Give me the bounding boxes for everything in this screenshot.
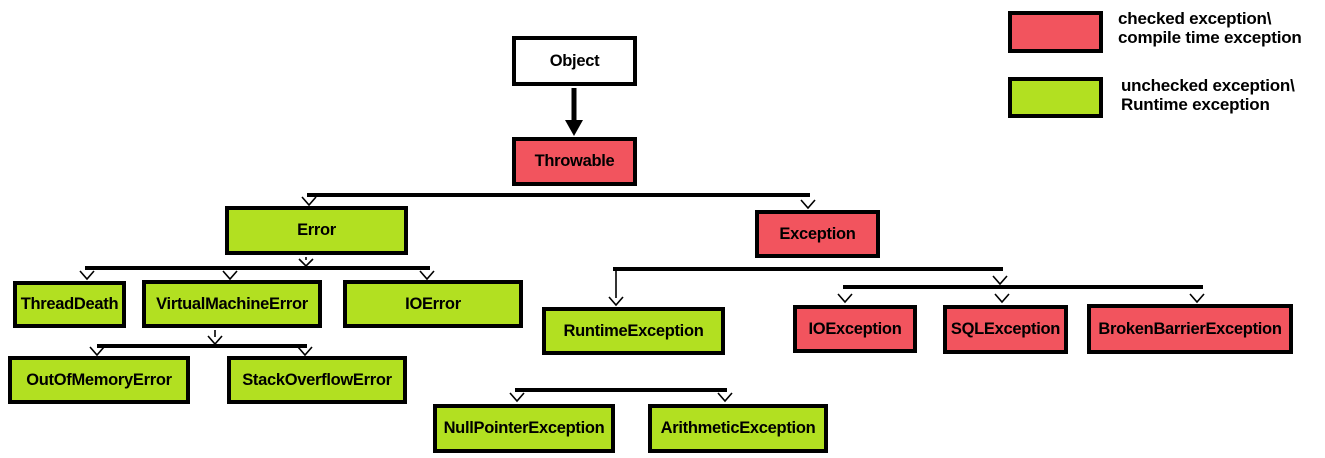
edge-runtimeexception-children <box>509 388 733 403</box>
legend-swatch-checked <box>1008 11 1103 53</box>
node-error: Error <box>225 206 408 255</box>
legend-label-checked: checked exception\ compile time exceptio… <box>1118 9 1302 47</box>
node-ioexception: IOException <box>793 305 917 353</box>
node-arithmeticexception: ArithmeticException <box>648 404 828 453</box>
node-sqlexception: SQLException <box>943 305 1068 354</box>
edge-vmerror-children <box>89 330 313 357</box>
node-threaddeath: ThreadDeath <box>13 281 126 328</box>
node-nullpointerexception: NullPointerException <box>433 404 615 453</box>
edge-exception-children <box>608 267 1008 307</box>
legend-label-checked-line1: checked exception\ <box>1118 9 1272 28</box>
legend-label-unchecked-line2: Runtime exception <box>1121 95 1270 114</box>
edge-error-children <box>79 257 435 281</box>
node-brokenbarrierexception: BrokenBarrierException <box>1087 304 1293 354</box>
node-outofmemoryerror: OutOfMemoryError <box>8 356 190 404</box>
edge-exception-checked-children <box>837 285 1205 304</box>
legend-label-checked-line2: compile time exception <box>1118 28 1302 47</box>
node-object: Object <box>512 36 637 86</box>
node-exception: Exception <box>755 210 880 258</box>
legend-label-unchecked: unchecked exception\ Runtime exception <box>1121 76 1295 114</box>
node-stackoverflowerror: StackOverflowError <box>227 356 407 404</box>
node-virtualmachineerror: VirtualMachineError <box>142 280 322 328</box>
edge-object-throwable <box>565 88 583 136</box>
legend-label-unchecked-line1: unchecked exception\ <box>1121 76 1295 95</box>
node-ioerror: IOError <box>343 280 523 328</box>
legend-swatch-unchecked <box>1008 77 1103 118</box>
node-runtimeexception: RuntimeException <box>542 307 725 355</box>
node-throwable: Throwable <box>512 137 637 186</box>
